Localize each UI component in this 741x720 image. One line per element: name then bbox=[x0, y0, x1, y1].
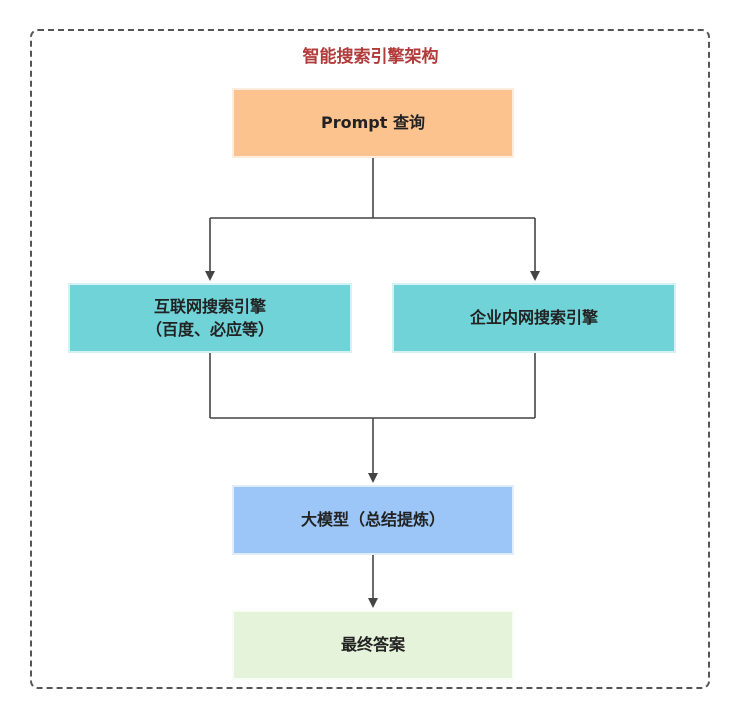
node-llm-label: 大模型（总结提炼） bbox=[300, 510, 445, 530]
node-prompt-query: Prompt 查询 bbox=[232, 88, 514, 158]
node-internet-search-engine: 互联网搜索引擎 （百度、必应等） bbox=[68, 283, 352, 353]
node-internet-sublabel: （百度、必应等） bbox=[145, 320, 274, 339]
node-enterprise-search-engine: 企业内网搜索引擎 bbox=[392, 283, 676, 353]
node-final-answer: 最终答案 bbox=[232, 610, 514, 680]
node-large-model: 大模型（总结提炼） bbox=[232, 485, 514, 555]
diagram-title: 智能搜索引擎架构 bbox=[302, 47, 439, 67]
node-prompt-label: Prompt 查询 bbox=[321, 113, 425, 133]
node-enterprise-label: 企业内网搜索引擎 bbox=[469, 308, 598, 328]
node-internet-label: 互联网搜索引擎 bbox=[153, 296, 266, 316]
node-answer-label: 最终答案 bbox=[340, 635, 405, 655]
architecture-frame bbox=[30, 29, 710, 689]
